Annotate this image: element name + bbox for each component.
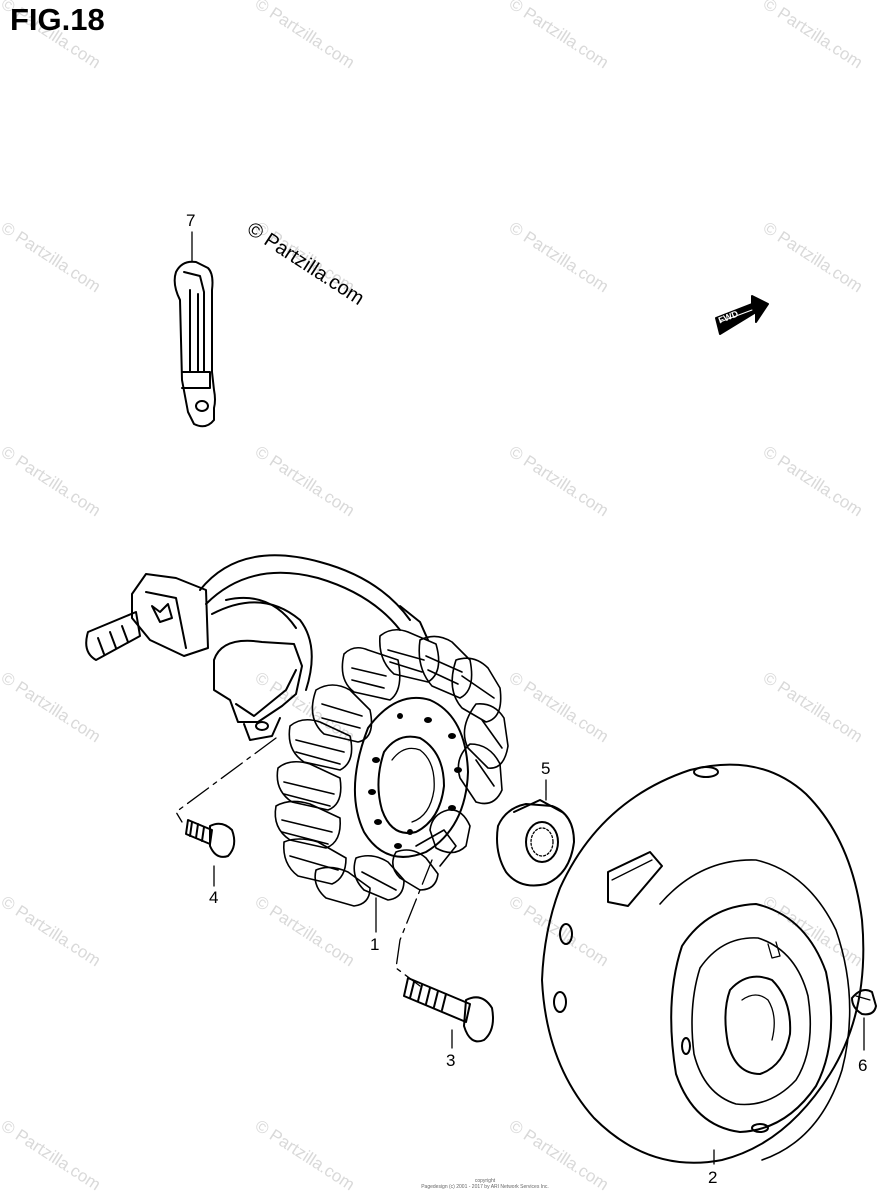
figure-title: FIG.18 — [10, 2, 105, 37]
callout-1[interactable]: 1 — [370, 935, 380, 954]
callout-2[interactable]: 2 — [708, 1168, 718, 1187]
callout-7[interactable]: 7 — [186, 211, 196, 230]
long-bolt-part[interactable] — [403, 977, 494, 1049]
flywheel-rotor-part[interactable] — [541, 763, 865, 1165]
footer-copyright: copyright Pagedesign (c) 2001 - 2017 by … — [385, 1178, 585, 1190]
callout-4[interactable]: 4 — [209, 888, 219, 907]
footer-line-1: copyright — [474, 1178, 496, 1184]
stator-part[interactable] — [85, 554, 509, 933]
woodruff-key-part[interactable] — [851, 989, 877, 1051]
callout-5[interactable]: 5 — [541, 759, 551, 778]
callout-6[interactable]: 6 — [858, 1056, 868, 1075]
short-screw-part[interactable] — [185, 819, 236, 887]
footer-line-2: Pagedesign (c) 2001 - 2017 by ARI Networ… — [421, 1184, 549, 1190]
fwd-arrow — [715, 295, 769, 335]
flange-nut-part[interactable] — [496, 779, 575, 887]
wire-clamp-part[interactable] — [173, 231, 216, 428]
callout-3[interactable]: 3 — [446, 1051, 456, 1070]
